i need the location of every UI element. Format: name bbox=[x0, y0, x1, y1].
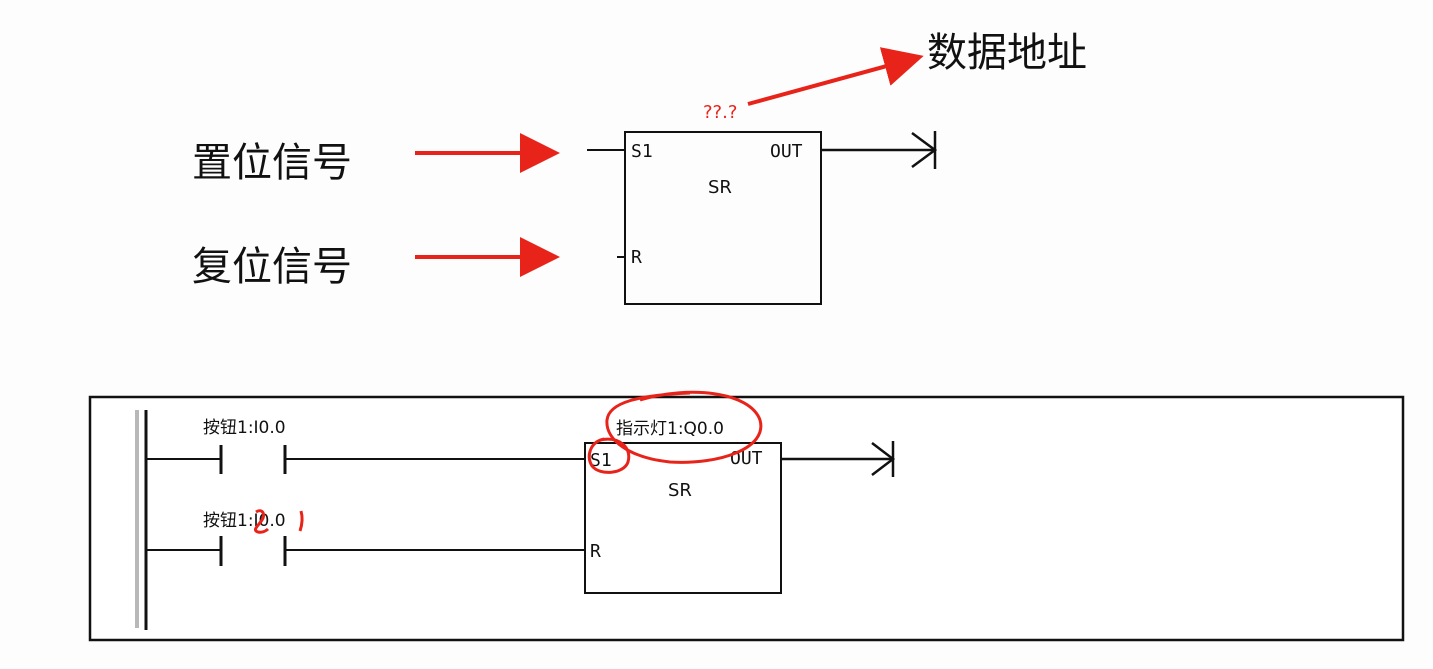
highlight-mark-digit bbox=[254, 509, 270, 534]
block-name: SR bbox=[708, 177, 732, 198]
ladder-frame bbox=[88, 395, 1405, 642]
pin-r: R bbox=[631, 247, 642, 268]
highlight-circle-output bbox=[605, 390, 763, 464]
output-address-label: 指示灯1:Q0.0 bbox=[616, 419, 724, 439]
pin-out: OUT bbox=[770, 141, 803, 162]
top-sr-diagram: 置位信号 复位信号 ??.? 数据地址 S1 OUT SR R bbox=[192, 30, 1087, 305]
ladder-pin-s1: S1 bbox=[590, 450, 612, 471]
ladder-block-name: SR bbox=[668, 480, 692, 501]
ladder-pin-out: OUT bbox=[730, 448, 763, 469]
contact2-label: 按钮1:I0.0 bbox=[203, 511, 286, 531]
contact1-label: 按钮1:I0.0 bbox=[203, 418, 286, 438]
pin-s1: S1 bbox=[631, 141, 653, 162]
reset-signal-label: 复位信号 bbox=[192, 244, 352, 290]
sr-block bbox=[624, 131, 822, 305]
highlight-circle-s1 bbox=[587, 437, 631, 474]
address-placeholder: ??.? bbox=[703, 102, 737, 123]
highlight-mark-bit bbox=[298, 510, 304, 532]
ladder-pin-r: R bbox=[590, 541, 601, 562]
data-address-arrow bbox=[747, 47, 924, 106]
set-signal-label: 置位信号 bbox=[192, 140, 352, 186]
data-address-label: 数据地址 bbox=[927, 30, 1087, 76]
ladder-example: 按钮1:I0.0 按钮1:I0.0 指示灯1:Q0.0 S1 OUT SR R bbox=[88, 390, 1405, 642]
ladder-sr-block bbox=[584, 442, 782, 594]
